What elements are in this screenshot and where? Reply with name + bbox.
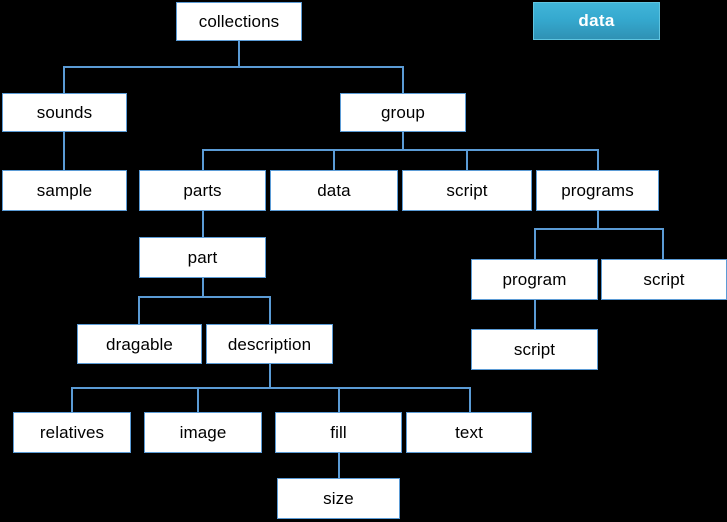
node-part[interactable]: part: [139, 237, 266, 278]
edge-sounds-sample: [63, 131, 65, 171]
node-description[interactable]: description: [206, 324, 333, 364]
edge-to-sounds: [63, 66, 65, 94]
edge-to-script-group: [466, 149, 468, 171]
edge-to-programs: [597, 149, 599, 171]
edge-to-group: [402, 66, 404, 94]
node-fill[interactable]: fill: [275, 412, 402, 453]
node-collections[interactable]: collections: [176, 2, 302, 41]
node-sounds[interactable]: sounds: [2, 93, 127, 132]
edge-programs-stem: [597, 210, 599, 230]
edge-part-stem: [202, 278, 204, 298]
edge-to-image: [197, 387, 199, 413]
node-description-label: description: [227, 334, 312, 354]
node-size[interactable]: size: [277, 478, 400, 519]
node-dragable[interactable]: dragable: [77, 324, 202, 364]
edge-to-relatives: [71, 387, 73, 413]
edge-description-bus: [71, 387, 471, 389]
node-relatives[interactable]: relatives: [13, 412, 131, 453]
node-text-label: text: [455, 423, 483, 442]
node-program-label: program: [502, 270, 567, 289]
node-data-label: data: [317, 181, 351, 200]
edge-to-dragable: [138, 296, 140, 324]
node-script-group-label: script: [446, 181, 488, 200]
node-script-group[interactable]: script: [402, 170, 532, 211]
data-badge: data: [533, 2, 660, 40]
edge-programs-bus: [534, 228, 664, 230]
node-program[interactable]: program: [471, 259, 598, 300]
edge-group-bus: [202, 149, 599, 151]
edge-collections-stem: [238, 41, 240, 68]
node-script-programs[interactable]: script: [601, 259, 727, 300]
node-collections-label: collections: [198, 12, 280, 31]
edge-to-fill: [338, 387, 340, 413]
edge-to-text: [469, 387, 471, 413]
node-parts-label: parts: [183, 181, 222, 200]
edge-to-program: [534, 228, 536, 260]
edge-fill-size: [338, 453, 340, 478]
node-programs-label: programs: [561, 181, 634, 200]
node-programs[interactable]: programs: [536, 170, 659, 211]
edge-parts-part: [202, 210, 204, 238]
edge-part-bus: [138, 296, 270, 298]
node-script-program-label: script: [513, 340, 556, 359]
node-script-programs-label: script: [643, 270, 685, 289]
node-image[interactable]: image: [144, 412, 262, 453]
edge-to-data: [333, 149, 335, 171]
data-badge-label: data: [578, 11, 615, 30]
edge-program-script: [534, 300, 536, 329]
edge-to-script-programs: [662, 228, 664, 260]
node-sample[interactable]: sample: [2, 170, 127, 211]
node-image-label: image: [179, 423, 227, 442]
node-script-program[interactable]: script: [471, 329, 598, 370]
node-group[interactable]: group: [340, 93, 466, 132]
node-part-label: part: [187, 248, 218, 267]
edge-group-stem: [402, 131, 404, 151]
edge-description-stem: [269, 364, 271, 389]
node-data[interactable]: data: [270, 170, 398, 211]
node-sample-label: sample: [36, 181, 93, 200]
node-group-label: group: [381, 103, 425, 122]
edge-to-description: [269, 296, 271, 324]
node-size-label: size: [323, 489, 354, 508]
node-parts[interactable]: parts: [139, 170, 266, 211]
edge-collections-bus: [63, 66, 404, 68]
node-fill-label: fill: [330, 423, 347, 442]
node-dragable-label: dragable: [106, 334, 173, 354]
node-relatives-label: relatives: [39, 423, 105, 442]
node-text[interactable]: text: [406, 412, 532, 453]
edge-to-parts: [202, 149, 204, 171]
node-sounds-label: sounds: [36, 103, 93, 122]
